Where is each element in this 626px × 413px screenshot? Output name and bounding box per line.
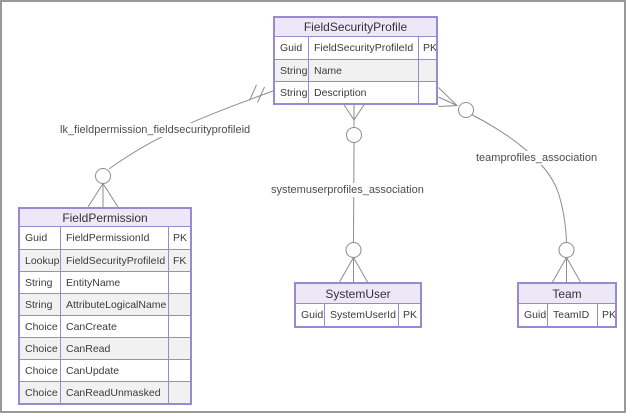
table-row: String EntityName [20,271,190,293]
cell-type: String [25,298,53,311]
cell-type: String [25,276,53,289]
cell-key: PK [398,304,420,326]
entity-title: SystemUser [296,284,420,304]
cell-key: PK [597,304,615,326]
cell-type: Guid [25,232,48,244]
crow-foot-icon [438,87,459,107]
cell-key [418,82,436,103]
zero-circle-icon [346,127,362,143]
cell-name: FieldSecurityProfileId [60,250,168,271]
connector-path [471,114,567,243]
cell-type: Guid [524,309,547,321]
cell-name: CanCreate [60,316,168,337]
relationship-line-lk-fieldpermission [87,84,274,208]
cell-type: Guid [301,309,324,321]
cell-name: TeamID [547,304,597,326]
cell-key: FK [168,250,190,271]
cell-type: Choice [25,386,58,399]
cell-key [168,294,190,315]
relationship-label-systemuserprofiles: systemuserprofiles_association [269,183,426,197]
cell-name: AttributeLogicalName [60,294,168,315]
cell-name: CanReadUnmasked [60,382,168,403]
zero-circle-icon [458,102,474,118]
relationship-line-teamprofiles [438,87,581,283]
cell-name: EntityName [60,272,168,293]
cell-key: PK [418,37,436,59]
crow-foot-icon [552,256,581,283]
cell-key [168,360,190,381]
cell-name: CanRead [60,338,168,359]
cell-type: Lookup [25,254,60,267]
zero-circle-icon [95,168,111,184]
entity-table-fieldsecurityprofile[interactable]: FieldSecurityProfile Guid FieldSecurityPr… [273,16,438,105]
entity-title: Team [519,284,615,304]
cell-name: SystemUserId [324,304,398,326]
cell-key [168,382,190,403]
zero-circle-icon [558,242,575,258]
cell-name: CanUpdate [60,360,168,381]
crow-foot-icon [343,103,365,128]
connector-path [108,90,274,170]
cell-type: String [280,86,308,99]
cell-type: String [280,64,308,77]
cell-key [168,338,190,359]
cell-type: Choice [25,320,58,333]
cell-type: Choice [25,364,58,377]
relationship-label-lk-fieldpermission: lk_fieldpermission_fieldsecurityprofilei… [58,123,253,137]
crow-foot-icon [339,256,368,283]
cell-name: FieldSecurityProfileId [308,37,418,59]
crow-foot-icon [87,182,119,208]
cell-key [168,272,190,293]
cell-key: PK [168,227,190,249]
one-and-only-one-ticks-icon [249,84,265,103]
entity-title: FieldSecurityProfile [275,18,436,37]
relationship-label-teamprofiles: teamprofiles_association [474,151,600,165]
cell-type: Guid [280,42,303,54]
cell-key [418,60,436,81]
zero-circle-icon [345,242,362,258]
cell-key [168,316,190,337]
entity-title: FieldPermission [20,209,190,227]
cell-name: FieldPermissionId [60,227,168,249]
table-row: String AttributeLogicalName [20,293,190,315]
cell-type: Choice [25,342,58,355]
cell-name: Description [308,82,418,103]
cell-name: Name [308,60,418,81]
